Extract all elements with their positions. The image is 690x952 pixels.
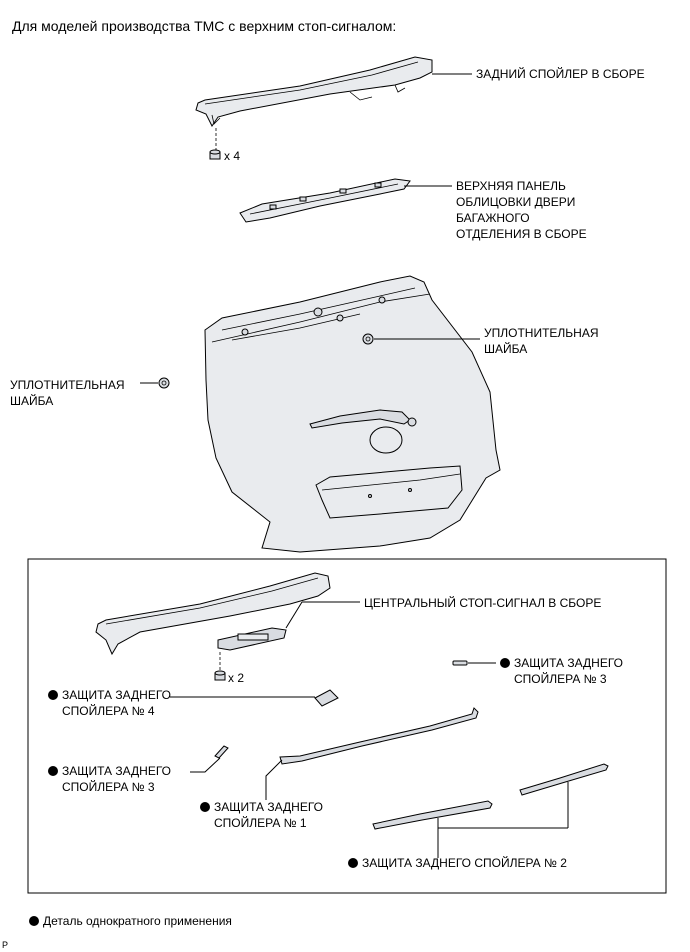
single-use-dot-icon — [500, 658, 510, 668]
protector-no1-part — [279, 707, 479, 765]
label-washer-right-line-2: ШАЙБА — [484, 341, 527, 356]
label-rear-spoiler: ЗАДНИЙ СПОЙЛЕР В СБОРЕ — [476, 66, 645, 81]
label-washer-left-line-2: ШАЙБА — [10, 393, 53, 408]
label-washer-left-line-1: УПЛОТНИТЕЛЬНАЯ — [10, 378, 125, 392]
label-protector3-left-line-1: ЗАЩИТА ЗАДНЕГО — [62, 764, 171, 778]
label-washer-right-line-1: УПЛОТНИТЕЛЬНАЯ — [484, 326, 599, 340]
single-use-dot-icon — [348, 858, 358, 868]
seal-washer-left-icon — [158, 377, 170, 389]
label-protector4-line-2: СПОЙЛЕРА № 4 — [62, 703, 155, 718]
diagram-header: Для моделей производства TMC с верхним с… — [12, 18, 396, 34]
single-use-dot-icon — [200, 802, 210, 812]
upper-back-door-panel — [239, 178, 411, 223]
label-center-stop-lamp: ЦЕНТРАЛЬНЫЙ СТОП-СИГНАЛ В СБОРЕ — [364, 595, 601, 610]
label-upper-panel-line-1: ВЕРХНЯЯ ПАНЕЛЬ — [456, 179, 566, 193]
seal-washer-right-icon — [362, 333, 374, 345]
label-upper-panel-line-4: ОТДЕЛЕНИЯ В СБОРЕ — [456, 227, 587, 241]
back-door — [204, 275, 501, 553]
spoiler-with-stop-lamp — [95, 572, 331, 656]
label-protector1-line-1: ЗАЩИТА ЗАДНЕГО — [214, 800, 323, 814]
label-protector3-right-line-1: ЗАЩИТА ЗАДНЕГО — [514, 656, 623, 670]
label-upper-panel-line-3: БАГАЖНОГО — [456, 211, 530, 225]
protector-no2-parts — [372, 763, 609, 830]
single-use-dot-icon — [48, 690, 58, 700]
clip-nut-icon — [209, 149, 221, 160]
protector-no3-right-part — [452, 660, 468, 666]
label-protector4-line-1: ЗАЩИТА ЗАДНЕГО — [62, 688, 171, 702]
legend-text: Деталь однократного применения — [43, 914, 232, 928]
label-qty-4: x 4 — [224, 149, 240, 163]
label-protector2: ЗАЩИТА ЗАДНЕГО СПОЙЛЕРА № 2 — [362, 855, 567, 870]
label-protector3-left-line-2: СПОЙЛЕРА № 3 — [62, 779, 155, 794]
corner-mark: P — [2, 940, 8, 950]
label-protector3-right-line-2: СПОЙЛЕРА № 3 — [514, 671, 607, 686]
protector-no4-part — [314, 689, 339, 707]
label-upper-panel-line-2: ОБЛИЦОВКИ ДВЕРИ — [456, 195, 575, 209]
inset-frame — [27, 558, 667, 894]
center-stop-lamp-assembly — [217, 627, 287, 651]
legend-dot-icon — [29, 916, 39, 926]
rear-spoiler-assembly — [195, 56, 433, 127]
label-qty-2: x 2 — [228, 671, 244, 685]
single-use-dot-icon — [48, 766, 58, 776]
label-protector1-line-2: СПОЙЛЕРА № 1 — [214, 815, 307, 830]
clip-icon — [214, 670, 226, 681]
protector-no3-left-part — [214, 745, 229, 759]
